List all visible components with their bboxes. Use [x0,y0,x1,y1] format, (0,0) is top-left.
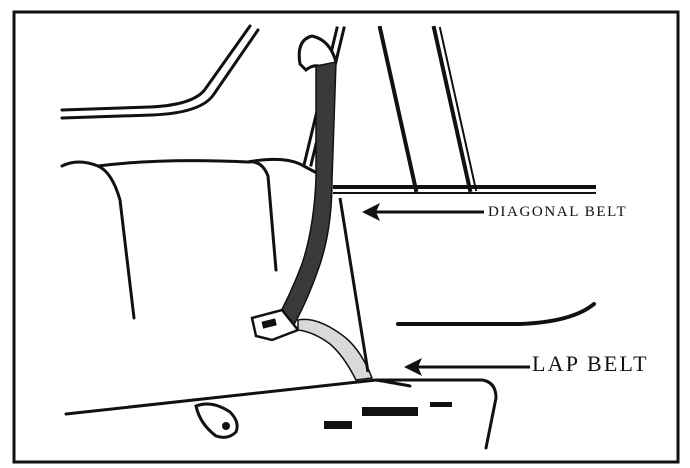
buckle-receptacle [194,402,239,439]
seat-side-edge [338,197,370,373]
cushion-slots [324,402,452,429]
diagonal-belt-label: DIAGONAL BELT [488,204,628,220]
seat-back [60,157,332,320]
diagonal-belt-arrow [362,203,484,221]
window-sill [333,185,596,194]
lap-belt-label: LAP BELT [532,351,649,376]
diagonal-belt [272,61,337,329]
front-seat-contour [396,302,596,326]
figure-frame [12,10,680,464]
belt-buckle [250,308,301,342]
seat-cushion [64,378,498,450]
lap-belt [297,318,374,381]
lap-belt-arrow [404,358,530,376]
door-trim [60,24,260,120]
